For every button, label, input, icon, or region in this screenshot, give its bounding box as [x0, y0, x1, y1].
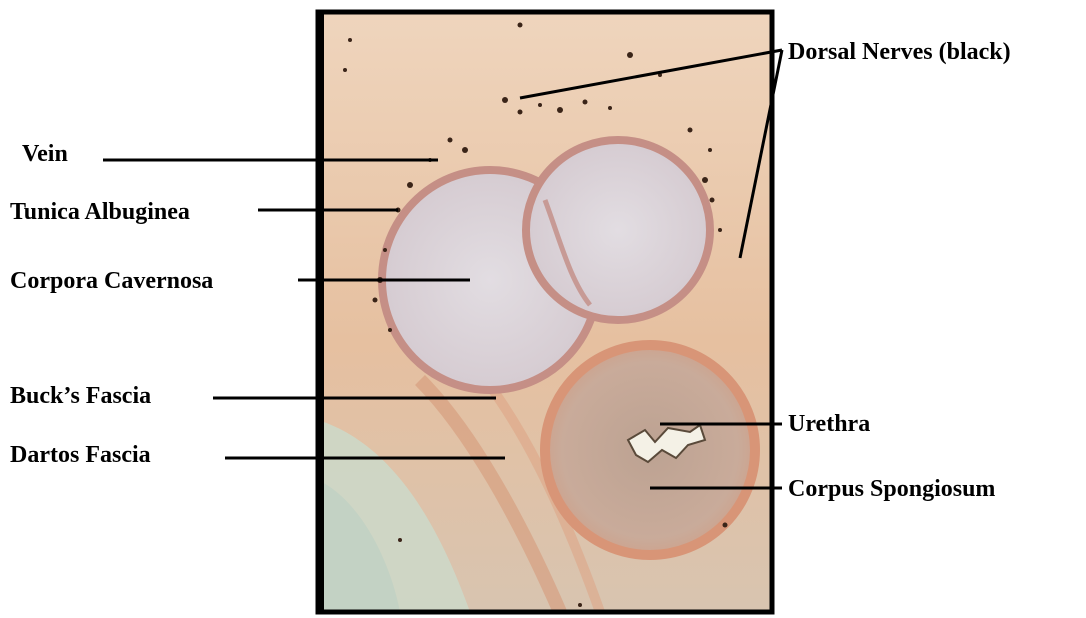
label-corpora-cavernosa: Corpora Cavernosa: [10, 269, 213, 293]
label-bucks-fascia: Buck’s Fascia: [10, 384, 151, 408]
photo-frame-left-bar: [318, 12, 324, 612]
label-dartos-fascia: Dartos Fascia: [10, 443, 151, 467]
label-dorsal-nerves: Dorsal Nerves (black): [788, 40, 1011, 64]
micrograph: [318, 12, 772, 612]
label-corpus-spongiosum: Corpus Spongiosum: [788, 477, 995, 501]
label-urethra: Urethra: [788, 412, 870, 436]
label-tunica-albuginea: Tunica Albuginea: [10, 200, 190, 224]
label-vein: Vein: [22, 142, 68, 166]
